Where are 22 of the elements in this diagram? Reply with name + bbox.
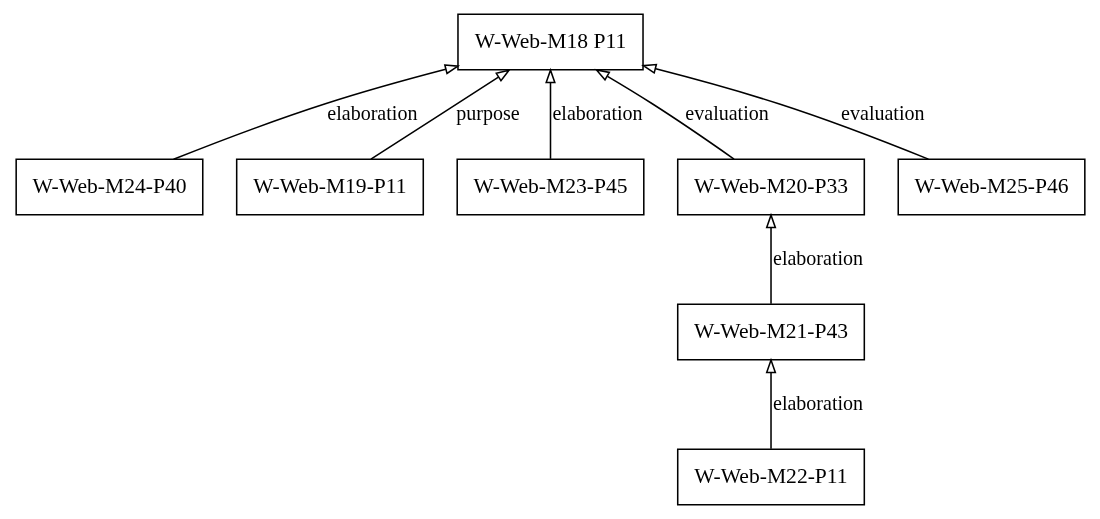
edge-label: purpose: [455, 101, 520, 124]
arrow: [172, 64, 460, 161]
node-box: W-Web-M21-P43: [676, 303, 865, 361]
arrow: [765, 212, 776, 305]
node-box: W-Web-M23-P45: [455, 158, 645, 216]
arrow: [640, 63, 929, 160]
node-box: W-Web-M19-P11: [235, 158, 424, 216]
edge-label: elaboration: [326, 101, 417, 124]
arrow: [544, 67, 556, 160]
edge-label: evaluation: [684, 101, 769, 124]
node-box: W-Web-M18 P11: [456, 13, 644, 71]
node-box: W-Web-M22-P11: [676, 448, 865, 506]
edge-label: elaboration: [772, 246, 863, 269]
arrow: [369, 69, 511, 160]
node-box: W-Web-M25-P46: [896, 158, 1086, 216]
node-box: W-Web-M20-P33: [676, 158, 865, 216]
node-box: W-Web-M24-P40: [14, 158, 204, 216]
edge-label: elaboration: [772, 391, 863, 414]
edge-label: evaluation: [840, 101, 925, 124]
arrow: [765, 357, 776, 450]
edge-label: elaboration: [551, 101, 643, 124]
arrow: [594, 68, 735, 160]
